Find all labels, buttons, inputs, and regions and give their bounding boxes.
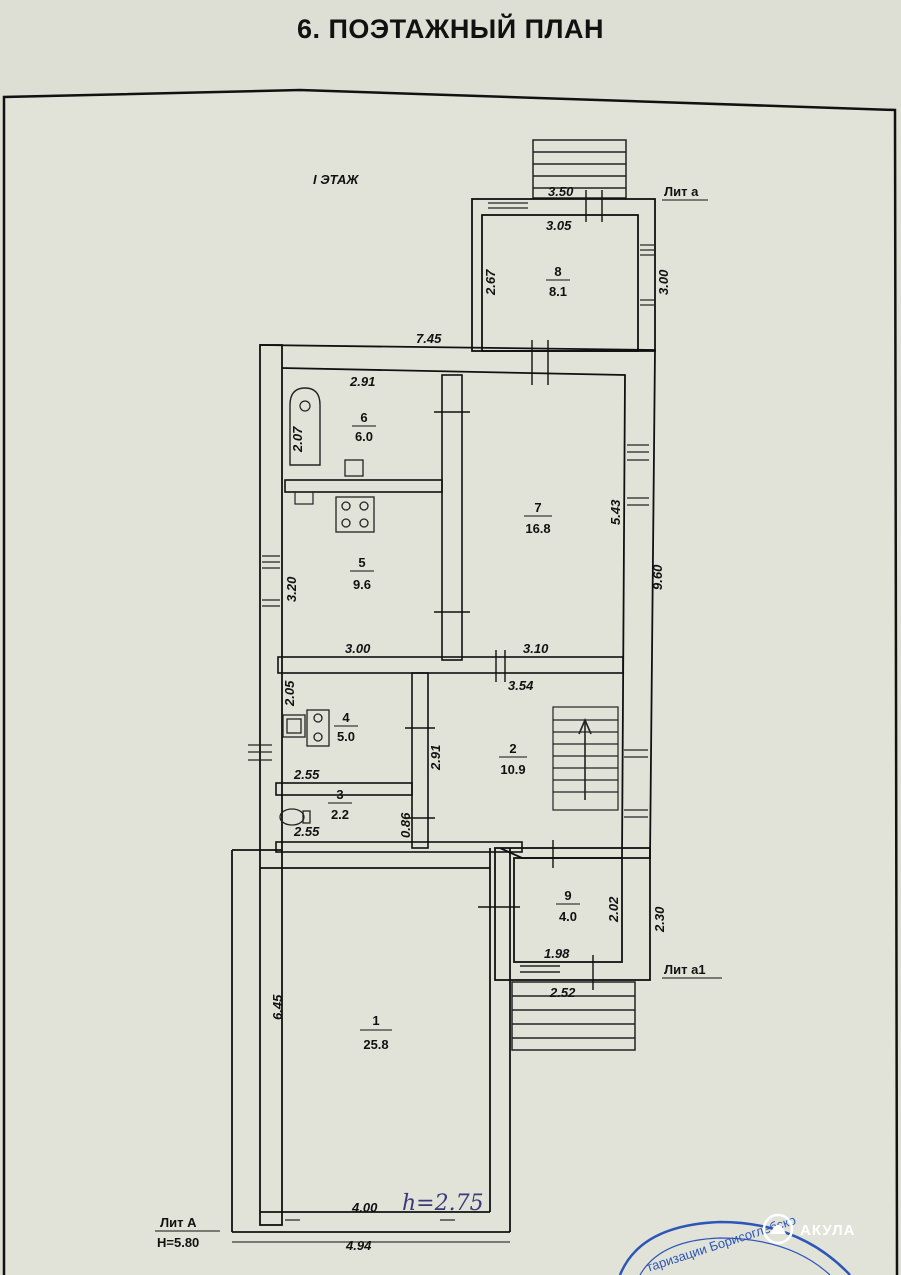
windows-annex <box>488 202 654 306</box>
room-4: 45.0 <box>334 710 358 744</box>
dim-label: 4.94 <box>345 1238 372 1253</box>
room-area: 8.1 <box>549 284 567 299</box>
room-area: 16.8 <box>525 521 550 536</box>
dim-label: 2.07 <box>290 426 305 453</box>
room-number: 6 <box>360 410 367 425</box>
dim-label: 5.43 <box>608 499 623 525</box>
dim-label: 1.98 <box>544 946 570 961</box>
room-area: 25.8 <box>363 1037 388 1052</box>
room-area: 9.6 <box>353 577 371 592</box>
dim-label: 2.52 <box>549 985 576 1000</box>
annex-lit-a <box>471 198 656 352</box>
lit-a1-label: Лит а1 <box>664 962 706 977</box>
room-2: 210.9 <box>499 741 527 777</box>
room-area: 2.2 <box>331 807 349 822</box>
main-walls <box>231 344 656 1233</box>
watermark-text: АКУЛА <box>800 1222 855 1239</box>
dim-label: 3.20 <box>284 576 299 602</box>
floor-label: I ЭТАЖ <box>313 172 359 187</box>
room-number: 4 <box>342 710 350 725</box>
sheet-border <box>2 88 899 1275</box>
dim-label: 2.30 <box>652 906 667 933</box>
dim-label: 4.00 <box>351 1200 378 1215</box>
room-5: 59.6 <box>350 555 374 592</box>
room-9: 94.0 <box>556 888 580 924</box>
partitions <box>275 374 624 853</box>
room-number: 5 <box>358 555 365 570</box>
stove-icon <box>335 496 375 533</box>
room-number: 7 <box>534 500 541 515</box>
height-label: H=5.80 <box>157 1235 199 1250</box>
staircase <box>552 706 619 811</box>
room-6: 66.0 <box>352 410 376 444</box>
room-area: 5.0 <box>337 729 355 744</box>
dim-label: 2.67 <box>483 269 498 296</box>
room-area: 6.0 <box>355 429 373 444</box>
room-number: 1 <box>372 1013 379 1028</box>
page-title: 6. ПОЭТАЖНЫЙ ПЛАН <box>296 14 605 44</box>
room-1: 125.8 <box>360 1013 392 1052</box>
dim-label: 7.45 <box>416 331 442 346</box>
room-3: 32.2 <box>328 787 352 822</box>
door-marks <box>405 190 603 990</box>
dim-label: 3.54 <box>508 678 534 693</box>
porch-steps-top <box>532 139 627 199</box>
room-7: 716.8 <box>524 500 552 536</box>
room-number: 3 <box>336 787 343 802</box>
room-number: 2 <box>509 741 516 756</box>
dim-label: 2.55 <box>293 824 320 839</box>
annex-lit-a1 <box>494 847 651 981</box>
dim-label: 3.00 <box>656 269 671 295</box>
room-labels: 88.1 66.0 716.8 59.6 45.0 210.9 32.2 94.… <box>328 264 580 1052</box>
room-8: 88.1 <box>546 264 570 299</box>
toilet-icon <box>279 808 311 826</box>
sink-icon <box>294 491 314 505</box>
dim-label: 2.91 <box>428 745 443 771</box>
room-area: 10.9 <box>500 762 525 777</box>
dim-label: 6.45 <box>270 994 285 1020</box>
room-number: 8 <box>554 264 561 279</box>
lit-a-label: Лит а <box>664 184 699 199</box>
dim-label: 2.91 <box>349 374 375 389</box>
windows-main <box>248 444 649 1221</box>
bathtub-icon <box>289 387 321 466</box>
dim-label: 2.05 <box>282 680 297 707</box>
boiler-icon <box>282 709 330 747</box>
dim-label: 3.00 <box>345 641 371 656</box>
porch-steps-bottom <box>511 965 636 1051</box>
shark-logo-icon <box>762 1213 794 1245</box>
dim-label: 9.60 <box>650 564 665 590</box>
dim-label: 3.10 <box>523 641 549 656</box>
sink-icon <box>344 459 364 477</box>
dim-label: 0.86 <box>398 812 413 838</box>
room-area: 4.0 <box>559 909 577 924</box>
dim-label: 2.02 <box>606 896 621 923</box>
lit-A-label: Лит А <box>160 1215 197 1230</box>
dim-label: 3.50 <box>548 184 574 199</box>
room-number: 9 <box>564 888 571 903</box>
handwritten-height: h=2.75 <box>402 1191 484 1216</box>
watermark: АКУЛА <box>762 1213 855 1245</box>
dim-label: 3.05 <box>546 218 572 233</box>
dim-label: 2.55 <box>293 767 320 782</box>
